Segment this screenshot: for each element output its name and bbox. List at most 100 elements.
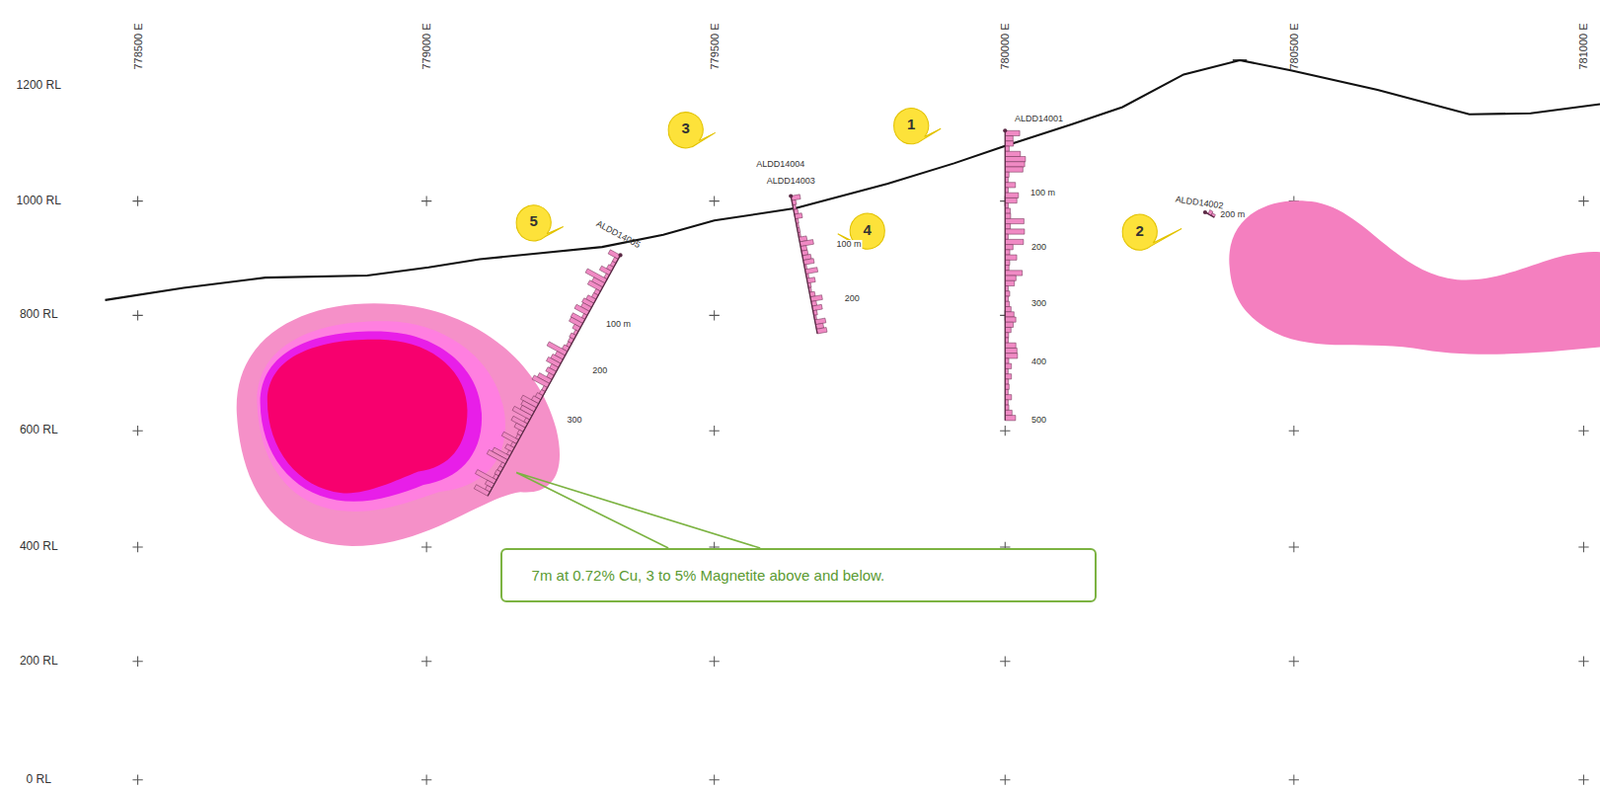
depth-label: 100 m — [1029, 188, 1057, 199]
hole-name: ALDD14003 — [766, 176, 816, 187]
assay-bar — [486, 449, 508, 463]
assay-bar — [1004, 213, 1011, 219]
rl-label: 800 RL — [19, 308, 59, 322]
assay-bar — [816, 327, 828, 334]
assay-bar — [1004, 394, 1011, 400]
assay-bar — [1004, 228, 1025, 234]
grid-cross — [1578, 656, 1589, 667]
easting-label: 780500 E — [1288, 22, 1300, 70]
assay-bar — [1004, 208, 1010, 214]
depth-label: 200 — [591, 366, 609, 377]
assay-bar — [501, 431, 519, 444]
ore-body-mid — [256, 320, 505, 512]
grid-cross — [132, 773, 143, 784]
rl-label: 600 RL — [19, 424, 59, 438]
assay-bar — [1004, 224, 1010, 229]
grid-cross — [1289, 656, 1299, 667]
assay-bar — [1004, 136, 1013, 142]
assay-bar — [812, 304, 824, 310]
callout-text: 7m at 0.72% Cu, 3 to 5% Magnetite above … — [532, 566, 886, 584]
callout-box: 7m at 0.72% Cu, 3 to 5% Magnetite above … — [500, 547, 1098, 603]
drill-collar — [788, 193, 793, 198]
grid-cross — [999, 656, 1010, 667]
easting-label: 780000 E — [998, 22, 1011, 70]
grid-cross — [1578, 773, 1589, 784]
assay-bar — [810, 295, 823, 303]
easting-label: 781000 E — [1577, 22, 1590, 70]
grid-cross — [1289, 541, 1299, 552]
hole-name: ALDD14001 — [1014, 114, 1064, 125]
assay-bar — [1004, 374, 1011, 380]
grid-cross — [132, 425, 143, 436]
assay-bar — [1004, 259, 1010, 265]
assay-bar — [1004, 130, 1020, 136]
ore-body-right — [1228, 200, 1600, 355]
grid-cross — [132, 309, 143, 320]
callout-number: 4 — [863, 221, 872, 238]
depth-label: 300 — [1030, 299, 1048, 309]
assay-bar — [1004, 321, 1013, 327]
drill-holes — [473, 128, 1216, 496]
grid-cross — [132, 195, 143, 206]
rl-label: 0 RL — [26, 772, 52, 786]
ore-body-outer — [236, 303, 560, 546]
grid-cross — [1289, 773, 1299, 784]
assay-bar — [1004, 146, 1009, 152]
assay-bar — [1004, 141, 1013, 147]
easting-label: 778500 E — [132, 22, 145, 70]
grid-cross — [708, 425, 719, 436]
callout-bubbles — [516, 108, 1182, 251]
grid-cross — [999, 425, 1010, 436]
assay-bar — [1004, 151, 1021, 156]
grid-cross — [1578, 541, 1589, 552]
assay-bar — [1004, 238, 1024, 244]
assay-bar — [1004, 342, 1016, 348]
assay-bar — [1004, 353, 1018, 359]
assay-bar — [1004, 347, 1017, 353]
assay-bar — [1004, 306, 1011, 312]
grid-cross — [708, 309, 719, 320]
depth-label: 300 — [566, 415, 584, 426]
assay-bar — [1004, 291, 1010, 297]
depth-label: 100 m — [836, 239, 863, 250]
assay-bar — [1004, 249, 1010, 255]
assay-bar — [532, 375, 550, 388]
grid-cross — [708, 195, 719, 206]
callout-number: 1 — [907, 116, 915, 134]
drill-trace — [1004, 130, 1006, 421]
assay-bar — [1004, 275, 1016, 281]
assay-bar — [1004, 415, 1016, 421]
assay-bar — [1004, 326, 1011, 332]
depth-label: 100 m — [605, 319, 632, 330]
grid-cross — [708, 656, 719, 667]
callout-number: 5 — [530, 213, 538, 230]
depth-label: 200 — [843, 294, 861, 305]
assay-bar — [1004, 409, 1012, 415]
drill-collar — [1002, 128, 1007, 133]
assay-bar — [1004, 244, 1013, 250]
grid-cross — [999, 773, 1010, 784]
drill-collar — [1203, 210, 1208, 215]
assay-bar — [1004, 270, 1022, 276]
depth-label: 500 — [1030, 415, 1048, 426]
assay-bar — [1004, 156, 1026, 162]
depth-label: 200 m — [1219, 210, 1245, 221]
rl-label: 200 RL — [19, 654, 59, 668]
drill-trace — [487, 254, 620, 496]
assay-bar — [1004, 218, 1024, 224]
grid-cross — [1289, 425, 1299, 436]
easting-label: 779500 E — [708, 22, 721, 70]
easting-label: 779000 E — [420, 22, 433, 70]
assay-bar — [574, 304, 590, 315]
depth-label: 400 — [1030, 357, 1048, 368]
drill-collar — [617, 252, 622, 257]
ore-body-ring — [260, 331, 482, 502]
callout-number: 2 — [1136, 222, 1144, 239]
grid-cross — [421, 195, 432, 206]
depth-label: 200 — [1030, 242, 1048, 253]
grid-cross — [708, 773, 719, 784]
assay-bar — [805, 267, 819, 275]
grid-cross — [421, 541, 432, 552]
assay-bar — [1004, 254, 1017, 260]
